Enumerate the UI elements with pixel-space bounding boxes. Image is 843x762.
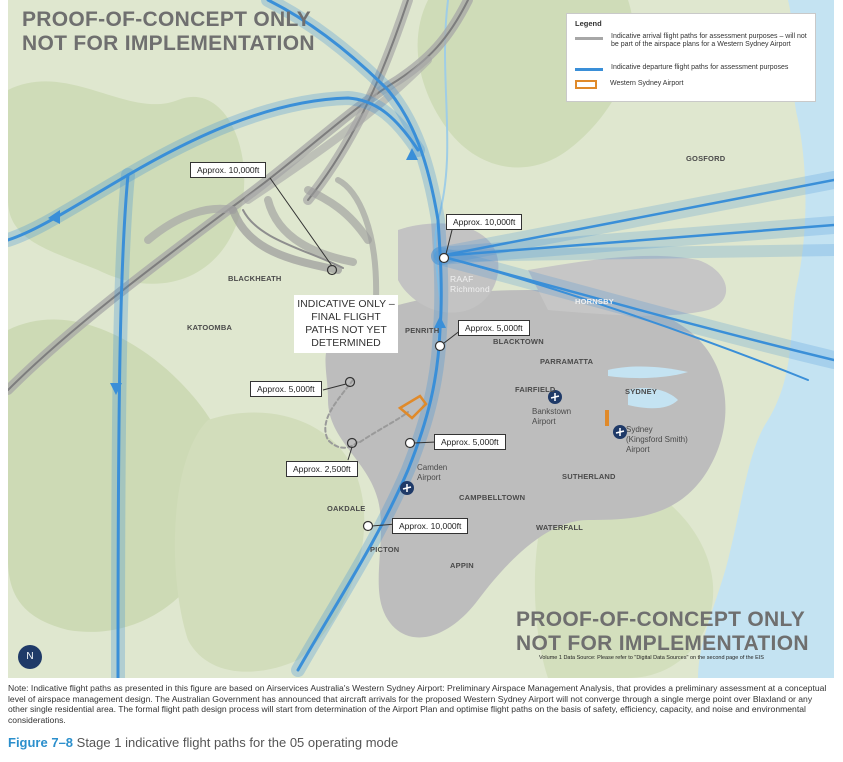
altitude-callout: Approx. 5,000ft [458, 320, 530, 336]
indicative-note-box: INDICATIVE ONLY – FINAL FLIGHT PATHS NOT… [294, 295, 398, 353]
map-legend: Legend Indicative arrival flight paths f… [566, 13, 816, 102]
figure-title: Stage 1 indicative flight paths for the … [73, 735, 399, 750]
note-line: DETERMINED [311, 337, 381, 349]
place-label: CAMPBELLTOWN [459, 493, 526, 502]
data-source-note: Volume 1 Data Source: Please refer to "D… [539, 655, 764, 661]
legend-item-label: Indicative arrival flight paths for asse… [611, 33, 807, 48]
altitude-callout: Approx. 10,000ft [392, 518, 469, 534]
legend-item-departure: Indicative departure flight paths for as… [575, 64, 811, 72]
airport-marker [605, 410, 609, 426]
legend-item-arrival: Indicative arrival flight paths for asse… [575, 33, 811, 49]
departure-paths [8, 0, 834, 678]
place-label: OAKDALE [327, 504, 366, 513]
place-label: KATOOMBA [187, 323, 233, 332]
watermark-top: PROOF-OF-CONCEPT ONLY NOT FOR IMPLEMENTA… [22, 8, 315, 56]
note-line: FINAL FLIGHT [311, 311, 381, 323]
urban-area [398, 223, 499, 313]
place-label: PICTON [370, 545, 400, 554]
watermark-line: PROOF-OF-CONCEPT ONLY [516, 608, 806, 631]
place-label: PENRITH [405, 326, 440, 335]
western-sydney-airport-outline [397, 394, 428, 420]
waypoint-marker [434, 340, 446, 352]
waypoint-marker [438, 252, 450, 264]
figure-caption: Figure 7–8 Stage 1 indicative flight pat… [8, 735, 398, 750]
sea [698, 0, 834, 678]
waypoint-marker [344, 376, 356, 388]
arrow-icon [48, 210, 60, 224]
waypoints [326, 252, 450, 532]
airport-outline-swatch [575, 80, 597, 89]
altitude-callout: Approx. 10,000ft [446, 214, 523, 230]
sydney-harbour [608, 366, 688, 379]
note-line: INDICATIVE ONLY – [297, 298, 395, 310]
place-label: SUTHERLAND [562, 472, 616, 481]
figure-note: Note: Indicative flight paths as present… [8, 683, 827, 725]
place-label: FAIRFIELD [515, 385, 556, 394]
airport-name: Sydney(Kingsford Smith)Airport [626, 425, 688, 454]
altitude-callout: Approx. 2,500ft [286, 461, 358, 477]
place-label: HORNSBY [575, 297, 614, 306]
arrow-icon [434, 316, 446, 328]
place-label: SYDNEY [625, 387, 658, 396]
waypoint-marker [404, 437, 416, 449]
legend-title: Legend [575, 19, 602, 28]
altitude-callout: Approx. 5,000ft [250, 381, 322, 397]
place-label: WATERFALL [536, 523, 584, 532]
place-label: GOSFORD [686, 154, 726, 163]
arrow-icon [110, 383, 122, 395]
note-line: PATHS NOT YET [305, 324, 387, 336]
urban-area [528, 255, 727, 316]
place-label: Richmond [450, 284, 490, 294]
place-label: BLACKHEATH [228, 274, 282, 283]
place-label: BLACKTOWN [493, 337, 544, 346]
arrival-line-swatch [575, 37, 603, 40]
figure-number: Figure 7–8 [8, 735, 74, 750]
place-label: RAAF [450, 274, 474, 284]
legend-item-label: Indicative departure flight paths for as… [611, 64, 789, 71]
altitude-callout: Approx. 10,000ft [190, 162, 267, 178]
map-area [8, 0, 834, 678]
legend-item-airport: Western Sydney Airport [575, 80, 810, 89]
watermark-line: PROOF-OF-CONCEPT ONLY [22, 8, 312, 31]
watermark-bottom: PROOF-OF-CONCEPT ONLY NOT FOR IMPLEMENTA… [516, 608, 809, 656]
watermark-line: NOT FOR IMPLEMENTATION [22, 32, 315, 55]
waypoint-marker [362, 520, 374, 532]
botany-bay [628, 388, 678, 409]
place-label: PARRAMATTA [540, 357, 594, 366]
departure-line-swatch [575, 68, 603, 71]
altitude-callout: Approx. 5,000ft [434, 434, 506, 450]
arrival-paths [8, 0, 473, 449]
direction-arrows [48, 148, 446, 395]
watermark-line: NOT FOR IMPLEMENTATION [516, 632, 809, 655]
forest-area [534, 468, 714, 678]
callout-leaders [269, 177, 462, 527]
legend-item-label: Western Sydney Airport [610, 80, 684, 87]
airport-plane-icons [400, 390, 627, 495]
arrow-icon [406, 148, 418, 160]
map-canvas [8, 0, 834, 678]
place-label: APPIN [450, 561, 474, 570]
forest-area [174, 412, 365, 672]
north-logo-icon: N [18, 645, 42, 669]
